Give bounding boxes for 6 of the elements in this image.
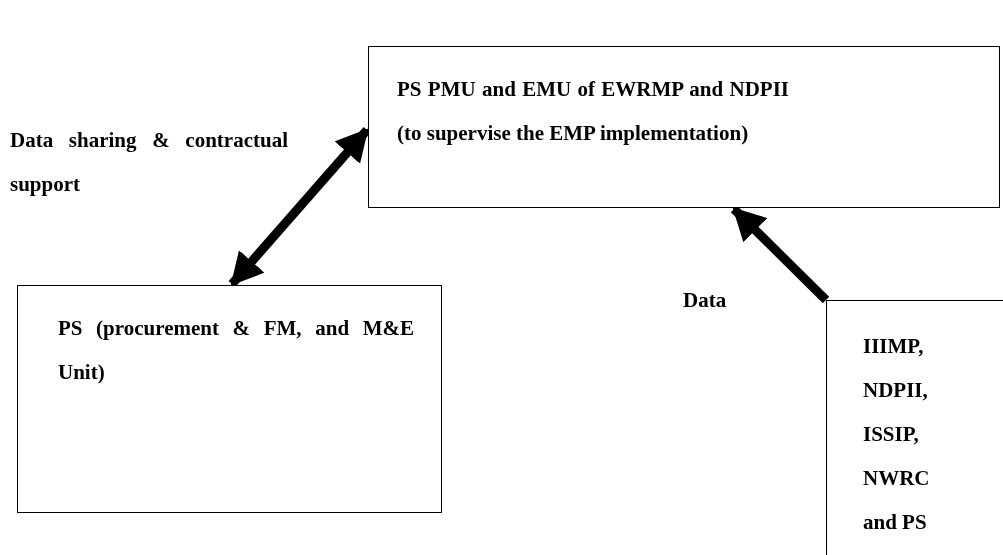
partner-box — [826, 300, 1003, 555]
supervision-box — [368, 46, 1000, 208]
box-text: PS PMU and EMU of EWRMP and NDPII (to supervise the EMP implementation) — [397, 76, 789, 147]
box-text: PS (procurement & FM, and M&E Unit) — [58, 315, 414, 386]
unit-box — [17, 285, 442, 513]
box-text: IIIMP, NDPII, ISSIP, NWRC and PS — [863, 333, 931, 536]
